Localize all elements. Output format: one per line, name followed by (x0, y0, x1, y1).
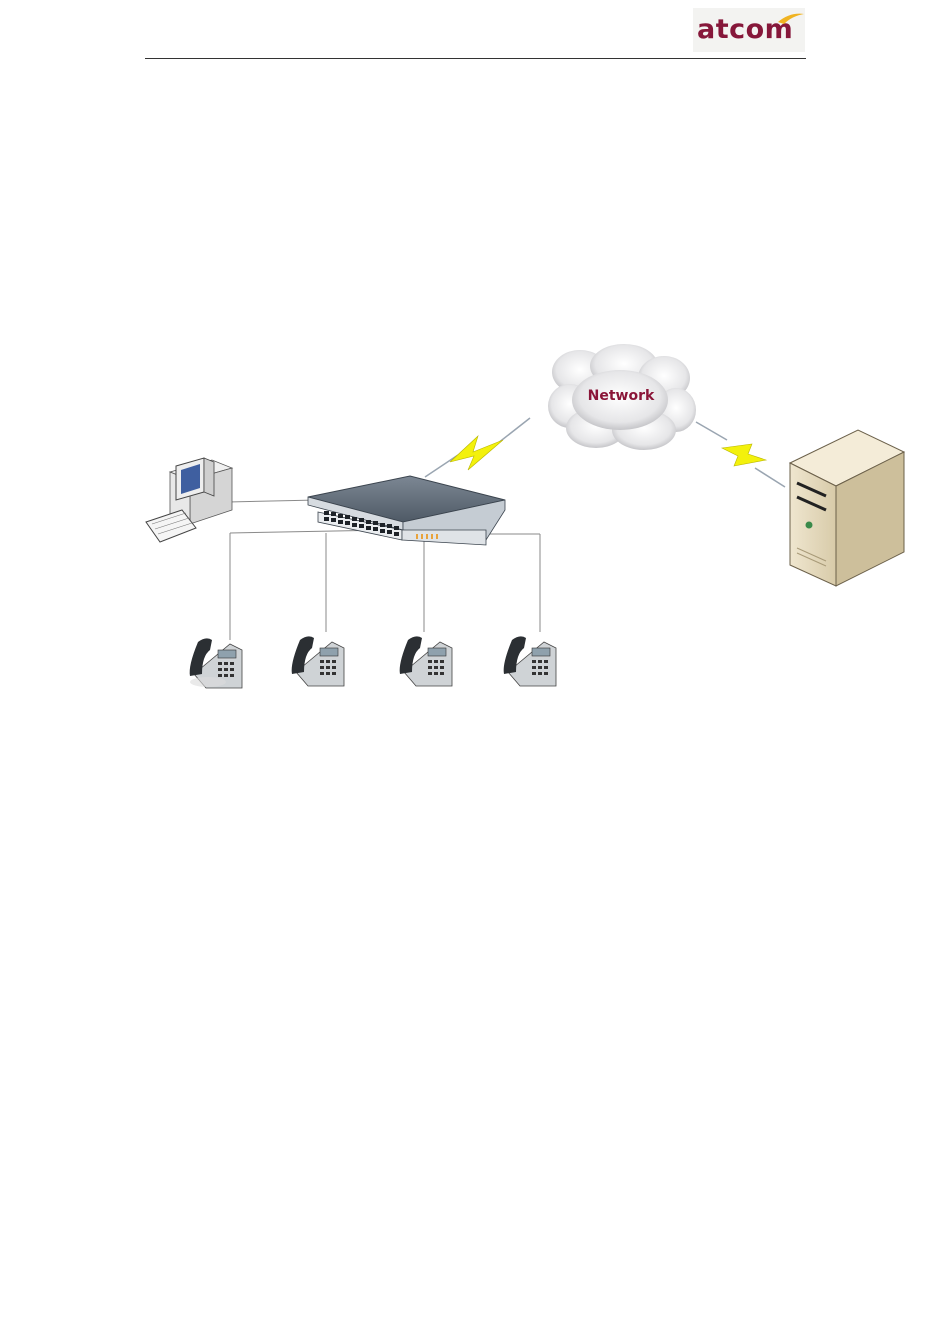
ip-phone-icon (292, 636, 344, 686)
cloud-label: Network (548, 388, 694, 404)
network-switch-icon (308, 476, 505, 545)
wireless-link-switch-cloud (425, 418, 530, 477)
ip-phone-icon (190, 638, 242, 688)
ip-phone-icon (504, 636, 556, 686)
link-pc-switch (228, 500, 318, 502)
wireless-link-cloud-server (696, 422, 785, 487)
server-tower-icon (790, 430, 904, 586)
ip-phone-icon (400, 636, 452, 686)
desktop-computer-icon (146, 458, 232, 542)
